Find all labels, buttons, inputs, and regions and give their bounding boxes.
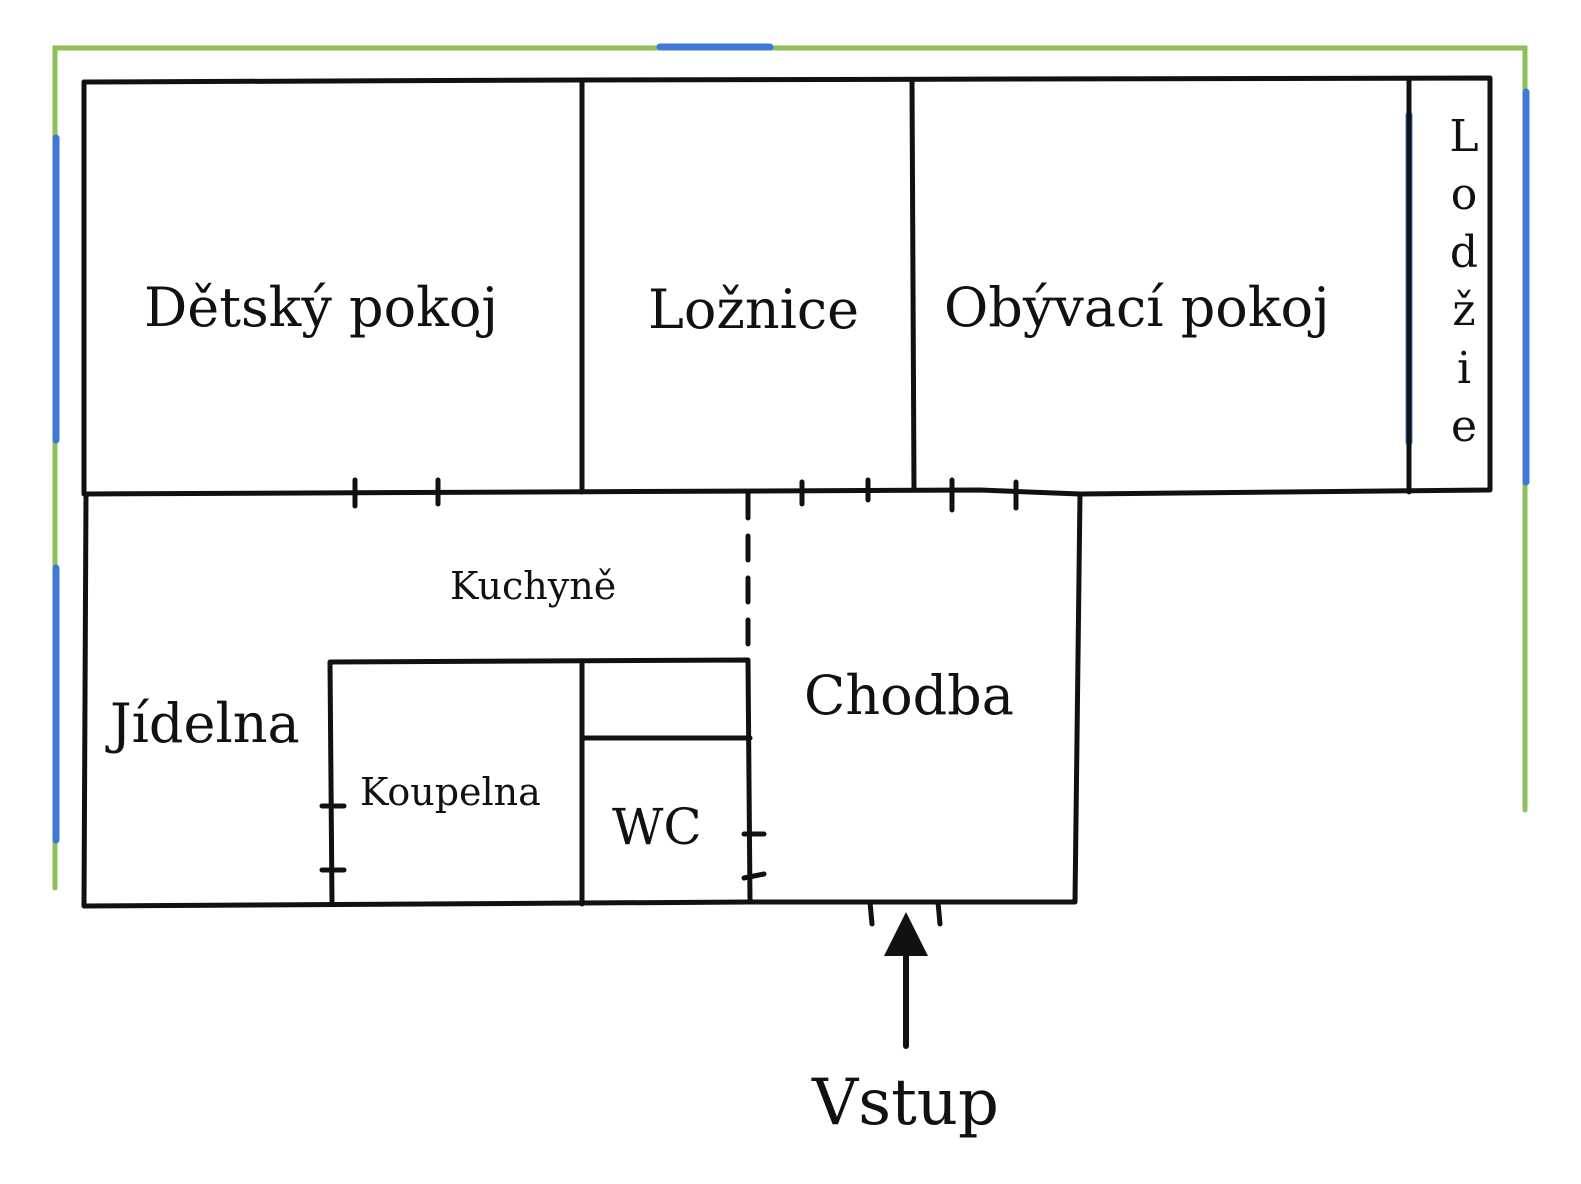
door-tick xyxy=(741,871,767,881)
room-label-chodba: Chodba xyxy=(804,664,1014,727)
room-label-kuchyne: Kuchyně xyxy=(450,564,617,608)
boundary-line xyxy=(52,45,1528,891)
room-label-wc: WC xyxy=(612,798,702,856)
room-label-koupelna: Koupelna xyxy=(360,770,541,814)
room-label-lodzie: L o d ž i e xyxy=(1434,108,1494,456)
door-tick xyxy=(935,899,943,927)
room-label-loznice: Ložnice xyxy=(648,278,860,341)
lodzie-letter: d xyxy=(1449,227,1479,278)
room-label-jidelna: Jídelna xyxy=(110,692,300,755)
room-label-obyvaci-pokoj: Obývací pokoj xyxy=(944,276,1330,339)
walls xyxy=(81,75,1493,909)
outer-boundary xyxy=(52,45,1528,891)
lodzie-letter: ž xyxy=(1452,285,1476,336)
entrance-arrow xyxy=(884,912,928,1049)
door-marks xyxy=(319,477,1019,927)
door-tick xyxy=(867,899,875,927)
wall-top-outline xyxy=(81,75,1493,497)
lodzie-letter: L xyxy=(1449,111,1479,162)
room-label-detsky-pokoj: Dětský pokoj xyxy=(144,276,499,339)
wall-loznice-obyvaci xyxy=(909,77,917,493)
lodzie-letter: i xyxy=(1456,343,1472,394)
lodzie-letter: o xyxy=(1450,169,1478,220)
wall-bathroom-block xyxy=(327,657,753,907)
lodzie-letter: e xyxy=(1450,401,1478,452)
entrance-arrow-head xyxy=(884,912,928,956)
entrance-label: Vstup xyxy=(812,1066,999,1140)
